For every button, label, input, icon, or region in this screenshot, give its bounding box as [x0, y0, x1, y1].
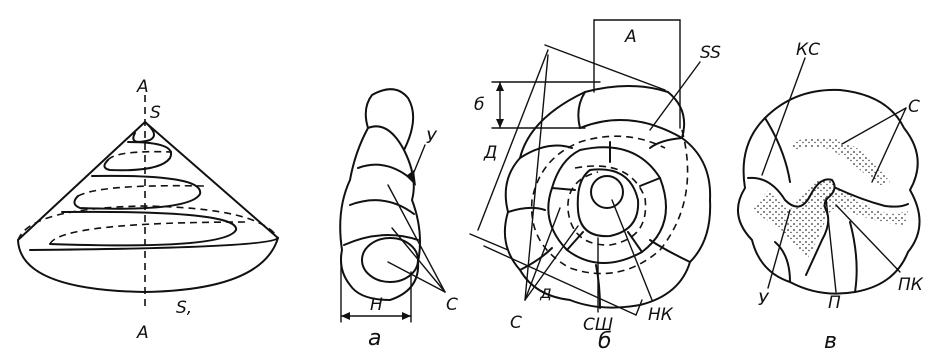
- spiral-suture-label: SS: [700, 43, 721, 63]
- kc-leader: [761, 57, 806, 176]
- last-chamber-septum: [577, 91, 586, 129]
- ss-leader: [649, 61, 701, 131]
- septum-v2: [774, 241, 791, 283]
- chamber-line-4: [343, 234, 419, 246]
- diam-big-label: Д: [483, 143, 497, 163]
- chamber-line-2: [357, 163, 411, 179]
- chamber-leader-a3: [387, 261, 446, 293]
- chambers-label-a: C: [446, 295, 458, 315]
- aperture-leader: [825, 197, 837, 293]
- spiral-suture-inner: [567, 165, 647, 246]
- diam-small-line: [483, 245, 637, 316]
- chamber-leader-a1: [387, 184, 446, 293]
- last-chamber-top: [579, 119, 683, 139]
- chambers-label-b: C: [510, 313, 522, 333]
- chamber-leader-b2: [524, 207, 561, 301]
- chamber-b2: [507, 206, 546, 213]
- chamber-b6: [649, 137, 683, 149]
- initial-chamber-leader: [611, 199, 653, 301]
- chamber-leader-b1: [524, 54, 549, 301]
- septal-suture-label: СШ: [583, 315, 613, 335]
- cone-left-edge: [17, 121, 146, 241]
- last-chamber-leader: [835, 204, 901, 273]
- umbilicus-label-a: У: [426, 128, 438, 148]
- stippled-area: [752, 179, 908, 258]
- umbilicus-leader-a: [413, 144, 426, 173]
- height-label-b: б: [474, 95, 484, 115]
- chamber-b1: [519, 144, 573, 159]
- chambers-label-v: C: [908, 97, 920, 117]
- caption-a: a: [368, 326, 381, 351]
- umbilical-curve: [747, 176, 836, 276]
- shell-outline-v: [737, 88, 921, 295]
- septum-v3: [849, 221, 858, 293]
- caption-b: б: [598, 329, 612, 354]
- width-arrow-left: [341, 312, 350, 320]
- caption-v: в: [824, 329, 837, 354]
- diam-big-ext-top: [544, 44, 666, 91]
- panel-a-side-view: У C H a: [339, 88, 458, 351]
- cone-base-back: [17, 205, 279, 241]
- initial-chamber-b: [590, 175, 624, 209]
- width-label-a: H: [370, 295, 383, 315]
- diam-small-label: д: [539, 283, 552, 303]
- last-chamber-a: [361, 237, 419, 283]
- stippled-area-upper: [792, 137, 890, 186]
- chamber-leader-a2: [391, 227, 446, 293]
- chamber-b5: [649, 239, 691, 263]
- diam-big-ext-bottom: [469, 233, 509, 251]
- whorl-3: [576, 168, 640, 238]
- umbilicus-mark-a: [406, 170, 416, 186]
- chamber-suture-label: КС: [796, 40, 820, 60]
- chamber-b4: [595, 264, 601, 309]
- diam-big-line: [477, 49, 549, 231]
- septum-v1: [764, 117, 791, 183]
- whorl-2: [547, 146, 667, 264]
- cone-right-edge: [144, 121, 279, 239]
- chamber-leader-v2: [871, 107, 907, 183]
- cone-axis-bottom-label: A: [136, 323, 149, 343]
- umbilicus-leader-v: [767, 209, 791, 289]
- cone-base-front: [17, 237, 279, 293]
- cone-axis-top-label: A: [136, 77, 149, 97]
- cone-diagram: A S S, A: [17, 77, 279, 343]
- spiral-suture-outer: [530, 129, 689, 275]
- whorl-2-septa: [551, 141, 661, 253]
- panel-v-umbilical-view: КС C У П ПК в: [737, 40, 924, 354]
- panel-b-spiral-view: A SS б Д д C СШ НК б: [469, 19, 721, 354]
- umbilicus-label-v: У: [758, 290, 770, 310]
- shell-outline-a: [339, 88, 421, 301]
- chamber-line-3: [349, 199, 415, 215]
- diam-small-ext: [635, 299, 643, 316]
- last-chamber-label: ПК: [898, 275, 924, 295]
- aperture-label: П: [828, 293, 841, 313]
- cone-apex-label: S: [150, 103, 161, 123]
- chamber-leader-v1: [841, 107, 907, 145]
- height-arrow-bottom: [496, 119, 504, 128]
- height-arrow-top: [496, 82, 504, 91]
- chamber-line-1: [367, 125, 405, 151]
- width-arrow-right: [402, 312, 411, 320]
- umbilical-curve-2: [835, 187, 909, 208]
- spiral-curves: [29, 121, 279, 251]
- initial-chamber-label: НК: [648, 305, 674, 325]
- chamber-leader-b3: [524, 225, 579, 301]
- top-label-b: A: [624, 27, 637, 47]
- chamber-b3: [519, 247, 553, 271]
- cone-base-label: S,: [176, 298, 192, 318]
